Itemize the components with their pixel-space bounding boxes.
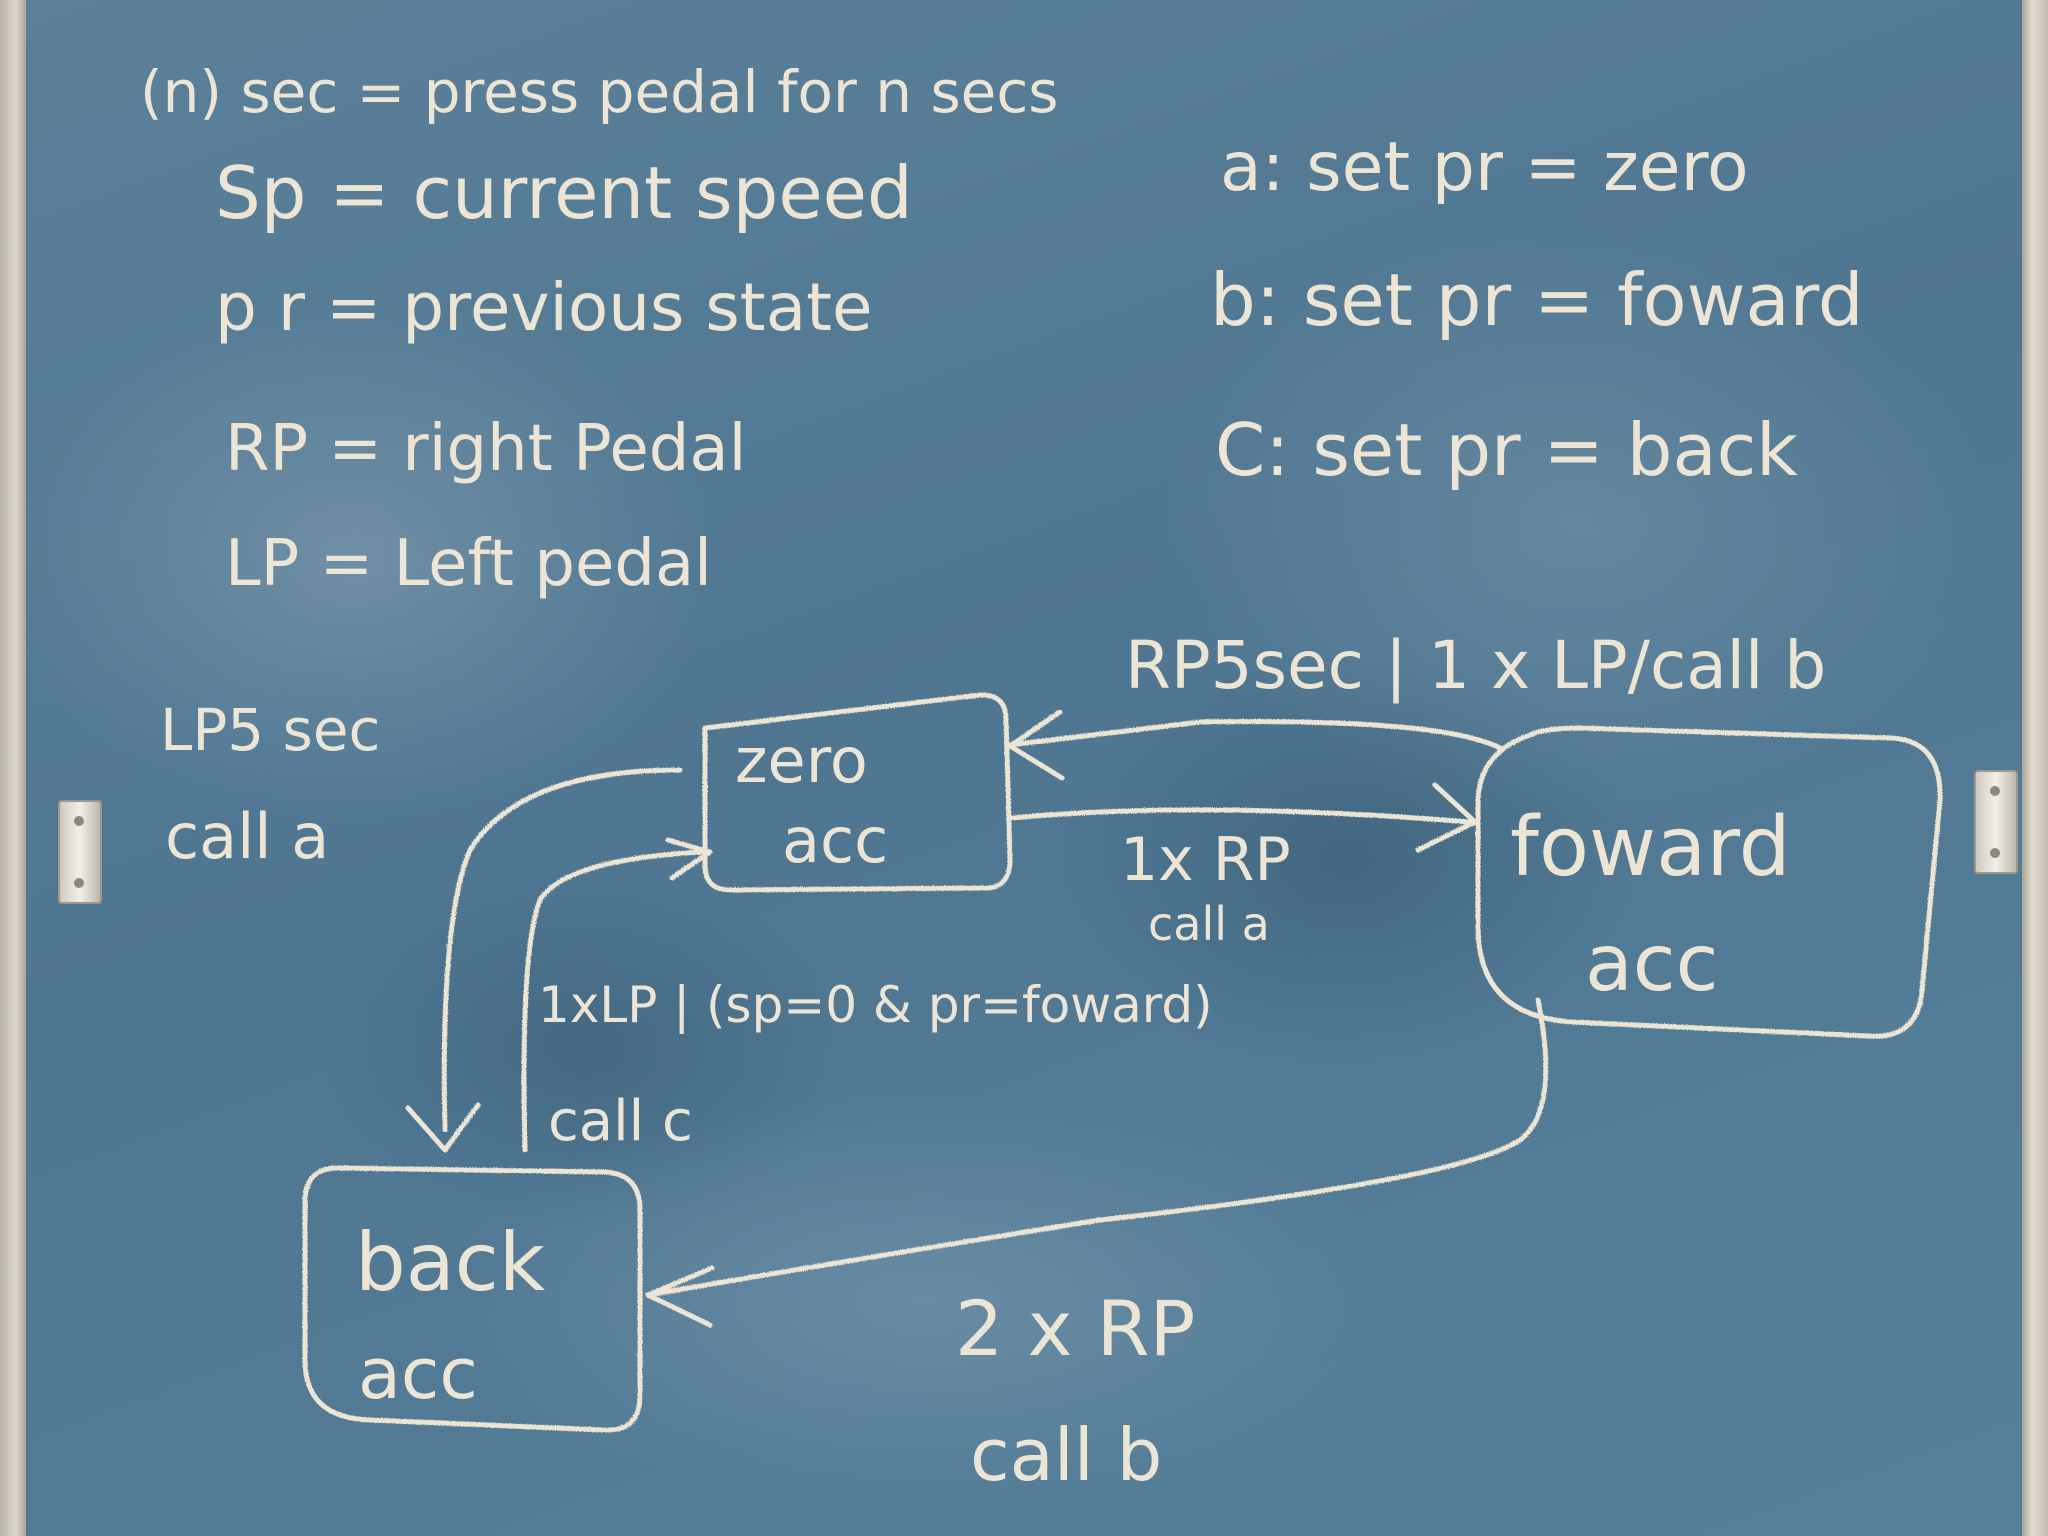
arrowhead-forward-to-back <box>645 1265 715 1328</box>
zero-to-forward-action: call a <box>1148 897 1270 951</box>
zero-state-box <box>702 692 1013 893</box>
back-to-zero-action: call a <box>165 800 329 873</box>
forward-to-back-condition: 2 x RP <box>955 1284 1195 1373</box>
arrow-back-to-zero <box>521 849 703 1153</box>
transition-labels: LP5 sec call a RP5sec | 1 x LP/call b 1x… <box>160 627 1826 1497</box>
board-frame-left <box>0 0 26 1536</box>
definition-lp: LP = Left pedal <box>225 527 712 601</box>
forward-state-box <box>1475 725 1943 1039</box>
back-state-sublabel: acc <box>358 1333 478 1415</box>
zero-to-back-action: call c <box>548 1089 693 1154</box>
zero-to-back-condition: 1xLP | (sp=0 & pr=foward) <box>538 976 1213 1034</box>
definition-sp: Sp = current speed <box>215 151 913 235</box>
definition-pr: p r = previous state <box>215 269 873 346</box>
action-b: b: set pr = foward <box>1210 258 1864 342</box>
definition-sec: (n) sec = press pedal for n secs <box>140 58 1058 126</box>
arrow-forward-to-back <box>645 997 1549 1298</box>
definition-rp: RP = right Pedal <box>225 412 746 486</box>
action-c: C: set pr = back <box>1215 408 1798 492</box>
board-frame-right <box>2022 0 2048 1536</box>
forward-state-label: foward <box>1510 800 1791 895</box>
zero-state-sublabel: acc <box>782 804 888 877</box>
left-board-clip <box>58 800 102 904</box>
zero-state-label: zero <box>735 724 868 797</box>
arrow-zero-to-back <box>441 767 683 1133</box>
back-state-box <box>302 1165 643 1433</box>
chalkboard-surface <box>26 0 2022 1536</box>
forward-to-zero-label: RP5sec | 1 x LP/call b <box>1125 627 1826 704</box>
action-a: a: set pr = zero <box>1220 128 1749 207</box>
arrowhead-forward-to-zero <box>1007 709 1065 781</box>
back-state-label: back <box>355 1216 546 1309</box>
arrow-forward-to-zero <box>1007 719 1503 751</box>
back-to-zero-condition: LP5 sec <box>160 696 380 764</box>
forward-to-back-action: call b <box>970 1413 1162 1497</box>
arrow-zero-to-forward <box>1009 807 1473 825</box>
definitions-block: (n) sec = press pedal for n secs Sp = cu… <box>140 58 1058 601</box>
state-labels: zero acc foward acc back acc <box>355 724 1791 1415</box>
arrowhead-back-to-zero <box>665 837 713 881</box>
right-board-clip <box>1974 770 2018 874</box>
arrowhead-zero-to-back <box>405 1102 481 1153</box>
zero-to-forward-condition: 1x RP <box>1120 825 1291 895</box>
forward-state-sublabel: acc <box>1585 919 1719 1009</box>
arrowhead-zero-to-forward <box>1415 782 1478 853</box>
actions-block: a: set pr = zero b: set pr = foward C: s… <box>1210 128 1864 492</box>
